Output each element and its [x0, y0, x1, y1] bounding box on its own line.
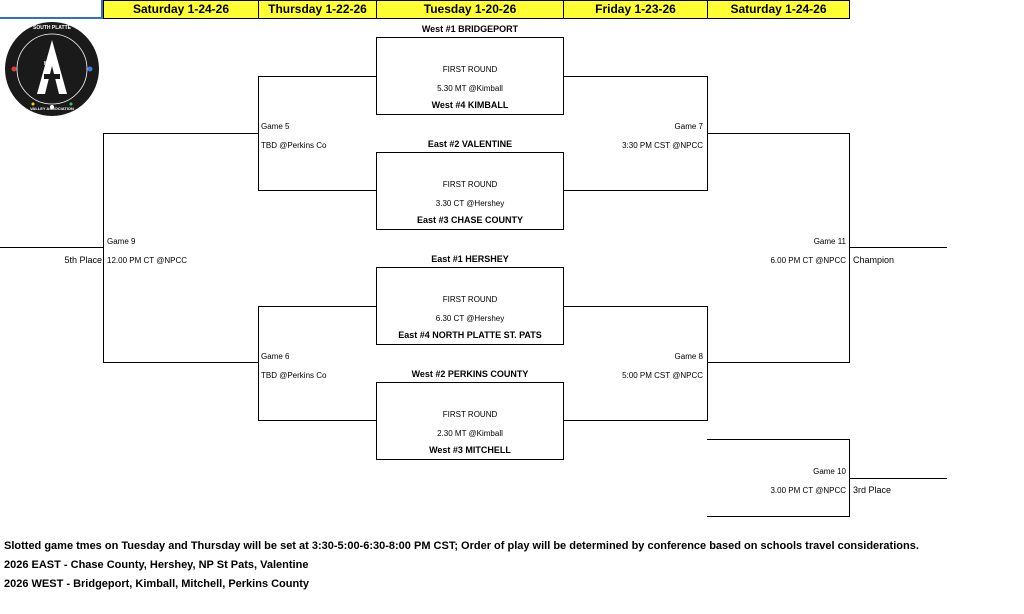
fr4-label: FIRST ROUND: [442, 410, 498, 419]
game8-time: 5:00 PM CST @NPCC: [622, 371, 703, 380]
game9-line-top: [103, 133, 259, 134]
header-col4: Friday 1-23-26: [563, 0, 708, 19]
game7-line-bottom: [563, 190, 708, 191]
game7-line-top: [563, 76, 708, 77]
game8-name: Game 8: [674, 352, 703, 361]
header-col2: Thursday 1-22-26: [258, 0, 377, 19]
game11-result: Champion: [853, 255, 895, 265]
game6-line-bottom: [258, 420, 377, 421]
game6-line-top: [258, 306, 377, 307]
fr3-top-team: East #1 HERSHEY: [431, 254, 509, 264]
fr1-time: 5.30 MT @Kimball: [437, 84, 503, 93]
logo-ring-bottom: VALLEY ASSOCIATION: [30, 106, 74, 111]
game9-result-line: [0, 247, 104, 248]
game9-line-bottom: [103, 362, 259, 363]
fr3-label: FIRST ROUND: [442, 295, 498, 304]
logo-center: MILE: [44, 61, 56, 67]
game10-result: 3rd Place: [853, 485, 892, 495]
game9-name: Game 9: [107, 237, 136, 246]
fr1-label: FIRST ROUND: [442, 65, 498, 74]
fr2-time: 3.30 CT @Hershey: [435, 199, 505, 208]
game11-time: 6.00 PM CT @NPCC: [770, 256, 846, 265]
first-round-box-4: [376, 382, 564, 460]
header-col5: Saturday 1-24-26: [707, 0, 850, 19]
game11-line-bottom: [707, 362, 850, 363]
game11-result-line: [849, 247, 947, 248]
game11-name: Game 11: [813, 237, 846, 246]
game10-time: 3.00 PM CT @NPCC: [770, 486, 846, 495]
game9-time: 12.00 PM CT @NPCC: [107, 256, 187, 265]
game6-time: TBD @Perkins Co: [261, 371, 327, 380]
game11-line-top: [707, 133, 850, 134]
game10-line-top: [707, 439, 850, 440]
fr2-bottom-team: East #3 CHASE COUNTY: [416, 215, 524, 225]
game7-time: 3:30 PM CST @NPCC: [622, 141, 703, 150]
fr1-top-team: West #1 BRIDGEPORT: [421, 24, 519, 34]
footer-note-schedule: Slotted game tmes on Tuesday and Thursda…: [4, 540, 919, 552]
game10-name: Game 10: [813, 467, 846, 476]
game9-result: 5th Place: [64, 255, 102, 265]
game10-result-line: [849, 478, 947, 479]
fr4-time: 2.30 MT @Kimball: [437, 429, 503, 438]
fr3-time: 6.30 CT @Hershey: [435, 314, 505, 323]
game5-time: TBD @Perkins Co: [261, 141, 327, 150]
game11-line-right: [849, 133, 850, 363]
game8-line-right: [707, 306, 708, 421]
logo-ring-top: SOUTH PLATTE: [33, 25, 71, 31]
game7-name: Game 7: [674, 122, 703, 131]
fr3-bottom-team: East #4 NORTH PLATTE ST. PATS: [398, 330, 542, 340]
fr2-label: FIRST ROUND: [442, 180, 498, 189]
game5-name: Game 5: [261, 122, 290, 131]
header-col3: Tuesday 1-20-26: [376, 0, 564, 19]
fr2-top-team: East #2 VALENTINE: [427, 139, 513, 149]
game8-line-bottom: [563, 420, 708, 421]
fr1-bottom-team: West #4 KIMBALL: [431, 100, 509, 110]
header-col1: Saturday 1-24-26: [103, 0, 259, 19]
cell-selection-corner: [0, 0, 103, 19]
game6-line-left: [258, 306, 259, 421]
fr4-top-team: West #2 PERKINS COUNTY: [411, 369, 529, 379]
game9-line-left: [103, 133, 104, 363]
game10-line-bottom: [707, 516, 850, 517]
game5-line-bottom: [258, 190, 377, 191]
first-round-box-2: [376, 152, 564, 230]
footer-note-west: 2026 WEST - Bridgeport, Kimball, Mitchel…: [4, 578, 309, 590]
fr4-bottom-team: West #3 MITCHELL: [429, 445, 511, 455]
game6-name: Game 6: [261, 352, 290, 361]
game8-line-top: [563, 306, 708, 307]
association-logo-icon: [5, 22, 99, 116]
footer-note-east: 2026 EAST - Chase County, Hershey, NP St…: [4, 559, 309, 571]
game5-line-top: [258, 76, 377, 77]
